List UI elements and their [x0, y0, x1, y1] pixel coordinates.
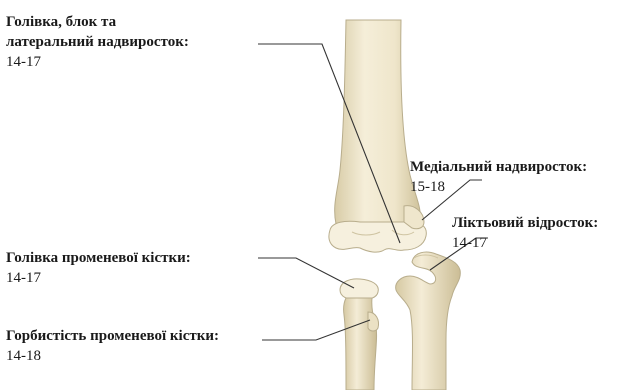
label-tuberosity-age: 14-18	[6, 346, 219, 366]
label-olecranon-title: Ліктьовий відросток:	[452, 213, 598, 233]
label-radial-tuberosity: Горбистість променевої кістки: 14-18	[6, 326, 219, 366]
label-tuberosity-title: Горбистість променевої кістки:	[6, 326, 219, 346]
label-olecranon: Ліктьовий відросток: 14-17	[452, 213, 598, 253]
leader-line-radial-head	[258, 258, 354, 288]
label-radial-head-age: 14-17	[6, 268, 191, 288]
label-radial-head: Голівка променевої кістки: 14-17	[6, 248, 191, 288]
radial-tuberosity	[368, 312, 379, 331]
label-medial-title: Медіальний надвиросток:	[410, 157, 587, 177]
radius-head	[340, 279, 378, 300]
label-olecranon-age: 14-17	[452, 233, 598, 253]
radius-shaft	[344, 298, 377, 390]
ulna-olecranon	[396, 252, 461, 390]
label-radial-head-title: Голівка променевої кістки:	[6, 248, 191, 268]
humerus-shaft	[335, 20, 421, 224]
label-medial-epicondyle: Медіальний надвиросток: 15-18	[410, 157, 587, 197]
label-head-block-title-1: Голівка, блок та	[6, 12, 189, 32]
label-head-block-lateral: Голівка, блок та латеральний надвиросток…	[6, 12, 189, 72]
label-head-block-title-2: латеральний надвиросток:	[6, 32, 189, 52]
label-head-block-age: 14-17	[6, 52, 189, 72]
label-medial-age: 15-18	[410, 177, 587, 197]
